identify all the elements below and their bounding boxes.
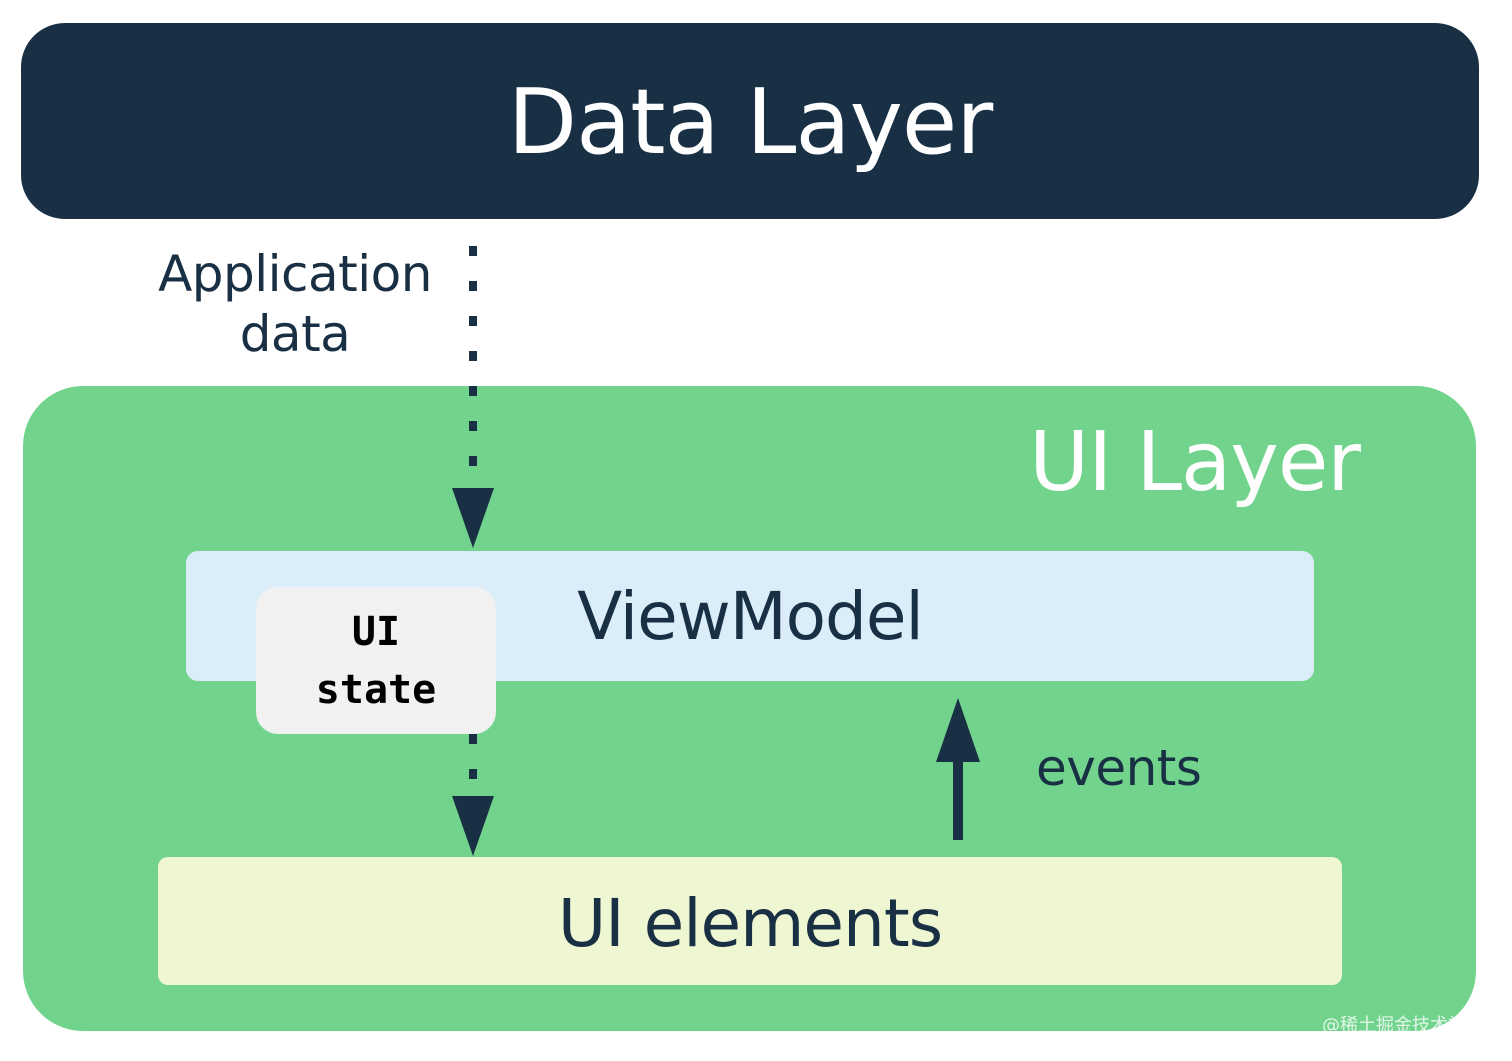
viewmodel-label: ViewModel [577,577,924,655]
ui-elements-label: UI elements [557,884,943,962]
data-layer-box: Data Layer [21,23,1479,219]
data-layer-title: Data Layer [507,70,993,175]
ui-elements-box: UI elements [158,857,1342,985]
ui-state-box: UI state [256,587,496,734]
events-label: events [1036,739,1202,797]
ui-layer-title: UI Layer [1029,415,1361,510]
watermark-text: @稀土掘金技术社区 [1322,1015,1484,1036]
application-data-label: Application data [158,245,432,363]
